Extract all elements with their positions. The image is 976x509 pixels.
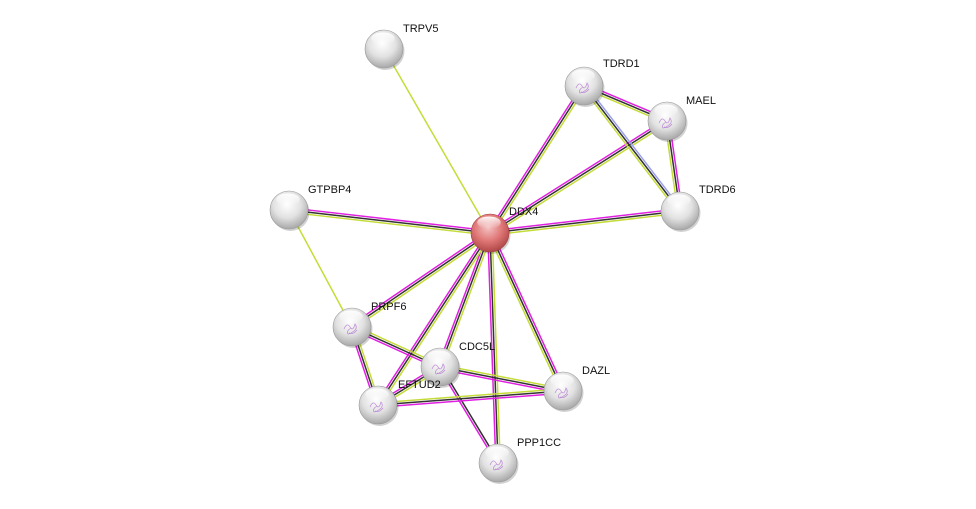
protein-structure-icon	[554, 387, 569, 399]
edge-ddx4-mael[interactable]	[488, 118, 669, 236]
edge-line-coexpression	[489, 232, 499, 464]
node-highlight	[427, 350, 451, 363]
edge-line-experiments	[378, 392, 564, 408]
edge-line-coexpression	[288, 209, 491, 234]
edge-eftud2-dazl[interactable]	[377, 388, 564, 408]
edge-line-coexpression	[351, 232, 491, 328]
edge-line-textmining	[288, 211, 490, 236]
edge-line-textmining	[441, 233, 493, 369]
edge-line-coexpression	[489, 210, 681, 234]
node-trpv5[interactable]: TRPV5	[364, 23, 438, 70]
edge-ddx4-tdrd1[interactable]	[487, 84, 587, 235]
node-highlight	[550, 374, 574, 387]
node-label: DAZL	[582, 365, 610, 377]
node-tdrd6[interactable]: TDRD6	[660, 184, 736, 232]
edge-line-experiments	[488, 118, 667, 232]
edge-line-coexpression	[489, 232, 564, 392]
node-label: MAEL	[686, 95, 716, 107]
edge-line-experiments	[487, 84, 583, 233]
edge-line-textmining	[352, 234, 492, 330]
edge-line-experiments	[350, 230, 490, 326]
node-label: DDX4	[509, 206, 538, 218]
edge-line-homology	[585, 84, 683, 211]
node-ddx4[interactable]: DDX4	[470, 206, 538, 254]
edge-line-textmining	[490, 122, 669, 236]
edge-line-experiments	[437, 231, 489, 367]
edge-line-experiments	[439, 368, 563, 394]
protein-structure-icon	[575, 82, 590, 94]
node-prpf6[interactable]: PRPF6	[332, 301, 406, 348]
node-gtpbp4[interactable]: GTPBP4	[269, 184, 351, 231]
edge-ddx4-cdc5l[interactable]	[437, 231, 493, 369]
edge-line-experiments	[489, 208, 680, 232]
edge-line-textmining	[377, 388, 563, 404]
protein-structure-icon	[489, 459, 504, 471]
edge-line-coexpression	[489, 120, 668, 234]
edge-ddx4-prpf6[interactable]	[350, 230, 492, 330]
node-highlight	[365, 388, 389, 401]
edge-ddx4-dazl[interactable]	[487, 231, 566, 393]
edge-line-textmining	[288, 209, 353, 328]
node-label: CDC5L	[459, 341, 495, 353]
node-label: EFTUD2	[398, 379, 441, 391]
node-label: PRPF6	[371, 301, 406, 313]
edge-line-textmining	[440, 364, 564, 390]
protein-structure-icon	[369, 401, 384, 413]
node-highlight	[477, 216, 501, 229]
node-dazl[interactable]: DAZL	[543, 365, 610, 412]
edge-line-textmining	[490, 212, 681, 236]
edge-line-coexpression	[377, 232, 491, 406]
node-highlight	[485, 446, 509, 459]
node-tdrd1[interactable]: TDRD1	[564, 58, 640, 107]
edge-line-experiments	[289, 207, 491, 232]
edge-line-experiments	[491, 231, 566, 391]
node-label: GTPBP4	[308, 184, 351, 196]
node-label: TRPV5	[403, 23, 438, 35]
node-mael[interactable]: MAEL	[647, 95, 716, 142]
edge-line-textmining	[491, 232, 501, 463]
edge-ddx4-tdrd6[interactable]	[489, 208, 681, 236]
node-highlight	[667, 194, 691, 207]
edge-ddx4-ppp1cc[interactable]	[487, 232, 501, 464]
edge-ddx4-trpv5[interactable]	[383, 48, 491, 234]
edge-line-textmining	[487, 233, 562, 393]
edge-ddx4-eftud2[interactable]	[375, 231, 493, 407]
node-highlight	[339, 310, 363, 323]
node-cdc5l[interactable]: CDC5L	[420, 341, 495, 388]
node-label: PPP1CC	[517, 437, 561, 449]
node-label: TDRD1	[603, 58, 640, 70]
edge-line-coexpression	[439, 366, 564, 392]
edge-line-textmining	[383, 48, 491, 234]
edge-line-coexpression	[377, 390, 564, 406]
edge-line-textmining	[581, 86, 679, 213]
edge-cdc5l-dazl[interactable]	[439, 364, 564, 394]
edge-line-experiments	[487, 233, 497, 464]
edges-layer	[288, 48, 683, 464]
edge-tdrd1-tdrd6[interactable]	[581, 84, 683, 213]
node-highlight	[371, 32, 395, 45]
protein-structure-icon	[343, 323, 358, 335]
node-ppp1cc[interactable]: PPP1CC	[478, 437, 561, 484]
edge-ddx4-gtpbp4[interactable]	[288, 207, 491, 236]
edge-gtpbp4-prpf6[interactable]	[288, 209, 353, 328]
edge-line-textmining	[491, 86, 587, 235]
node-highlight	[276, 193, 300, 206]
edge-line-coexpression	[583, 85, 681, 212]
node-label: TDRD6	[699, 184, 736, 196]
edge-line-textmining	[379, 233, 493, 407]
node-eftud2[interactable]: EFTUD2	[358, 379, 441, 426]
node-highlight	[571, 69, 595, 82]
edge-line-experiments	[375, 231, 489, 405]
protein-structure-icon	[431, 363, 446, 375]
edge-line-coexpression	[439, 232, 491, 368]
node-highlight	[654, 104, 678, 117]
edge-line-coexpression	[489, 85, 585, 234]
protein-structure-icon	[658, 117, 673, 129]
